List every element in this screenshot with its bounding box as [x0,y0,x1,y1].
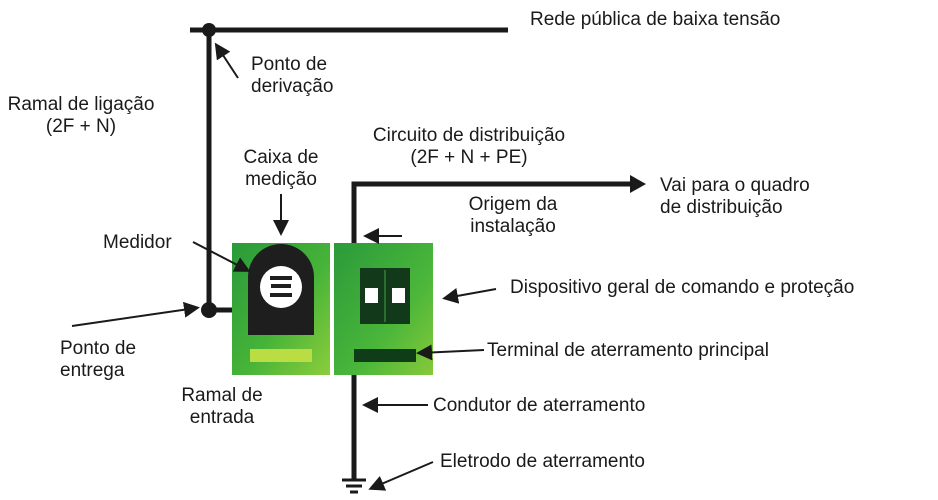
installation-origin-label: Origem da instalação [468,194,558,237]
breaker-switch-left [365,288,378,303]
meter-label: Medidor [103,232,172,253]
main-ground-terminal-label: Terminal de aterramento principal [487,340,769,361]
arrow-delivery-point [71,301,200,327]
arrow-ground-electrode [368,461,434,491]
arrow-branch-point [214,42,239,79]
main-ground-terminal-bar [354,349,416,362]
to-panel-label: Vai para o quadro de distribuição [660,175,810,218]
arrow-ground-terminal [416,344,485,361]
ground-electrode-label: Eletrodo de aterramento [440,451,645,472]
branch-point-label: Ponto de derivação [251,54,334,97]
meter-box-label: Caixa de medição [243,147,319,190]
meter-display-bottom [270,293,292,297]
breaker-switch-right [392,288,405,303]
service-entrance-label: Ramal de entrada [181,385,263,428]
distribution-circuit-label: Circuito de distribuição (2F + N + PE) [372,125,566,168]
distribution-circuit-line [351,181,632,243]
meter-display-top [270,276,292,280]
arrow-main-device [442,288,497,304]
distribution-arrowhead [630,175,646,193]
network-label: Rede pública de baixa tensão [530,9,781,30]
meter-display-middle [271,284,291,288]
ground-conductor-label: Condutor de aterramento [433,395,646,416]
delivery-point-label: Ponto de entrega [60,338,137,381]
meter-box-label-strip [250,349,312,362]
arrow-meter [192,241,251,272]
main-device-label: Dispositivo geral de comando e proteção [510,277,855,298]
service-drop-label: Ramal de ligação (2F + N) [7,94,155,137]
